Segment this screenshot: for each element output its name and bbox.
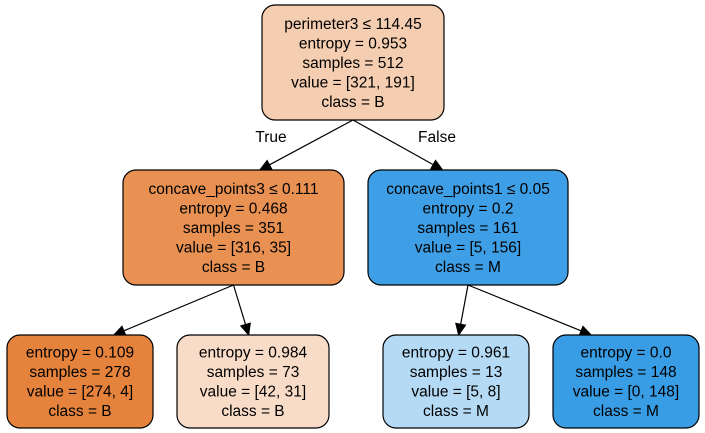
node-line: samples = 148 [575,364,676,381]
edge-label-true: True [255,129,286,146]
node-line: entropy = 0.984 [199,345,308,362]
node-line: value = [5, 8] [411,384,500,401]
edge-arrowhead [239,322,251,337]
node-line: concave_points3 ≤ 0.111 [149,181,319,198]
node-line: class = B [221,403,284,420]
node-line: entropy = 0.0 [581,345,672,362]
node-box [176,334,330,429]
edge-arrowhead [258,159,273,171]
edge-n0-n1: True [255,119,354,171]
node-box [6,334,154,429]
edge-line [269,119,354,166]
node-line: samples = 351 [183,220,284,237]
tree-node-n4: entropy = 0.984 samples = 73 value = [42, … [176,334,330,429]
edge-n1-n3 [112,284,234,336]
tree-node-n0: perimeter3 ≤ 114.45 entropy = 0.953 sample… [261,4,445,121]
node-line: samples = 161 [417,220,518,237]
edge-line [232,284,247,325]
tree-node-n2: concave_points1 ≤ 0.05 entropy = 0.2 sampl… [367,169,569,286]
tree-node-n1: concave_points3 ≤ 0.111 entropy = 0.468 sa… [122,169,345,286]
node-box [367,169,569,286]
node-box [261,4,445,121]
node-line: value = [316, 35] [176,239,291,256]
edge-arrowhead [455,322,467,337]
node-line: perimeter3 ≤ 114.45 [284,16,421,33]
edge-line [352,119,434,166]
node-box [382,334,530,429]
node-line: class = M [593,403,659,420]
edge-n2-n6 [467,284,593,337]
edge-n0-n2: False [352,119,456,171]
node-line: entropy = 0.953 [299,35,407,52]
node-line: samples = 13 [410,364,503,381]
node-line: class = M [423,403,489,420]
node-line: value = [274, 4] [27,384,133,401]
edge-line [460,284,469,325]
edge-n1-n4 [232,284,251,337]
node-line: class = B [202,259,265,276]
edge-arrowhead [578,325,593,337]
node-line: class = B [48,403,111,420]
edge-line [123,284,234,332]
node-box [122,169,345,286]
node-line: class = B [321,94,384,111]
node-box [552,334,700,429]
edge-n2-n5 [455,284,469,337]
node-line: value = [42, 31] [200,384,306,401]
node-line: value = [321, 191] [291,74,415,91]
node-line: class = M [435,259,501,276]
tree-node-n6: entropy = 0.0 samples = 148 value = [0, 14… [552,334,700,429]
nodes: perimeter3 ≤ 114.45 entropy = 0.953 sample… [6,4,700,429]
node-line: samples = 512 [302,55,403,72]
tree-node-n3: entropy = 0.109 samples = 278 value = [274… [6,334,154,429]
node-line: entropy = 0.2 [423,200,514,217]
node-line: concave_points1 ≤ 0.05 [386,181,550,198]
node-line: entropy = 0.961 [402,345,510,362]
tree-node-n5: entropy = 0.961 samples = 13 value = [5, 8… [382,334,530,429]
node-line: entropy = 0.109 [26,345,134,362]
edge-arrowhead [429,159,444,171]
edge-label-false: False [418,129,456,146]
node-line: samples = 73 [207,364,300,381]
node-line: entropy = 0.468 [179,200,287,217]
edge-line [467,284,582,332]
node-line: value = [0, 148] [573,384,679,401]
node-line: samples = 278 [29,364,130,381]
node-line: value = [5, 156] [415,239,521,256]
edge-arrowhead [112,325,127,336]
